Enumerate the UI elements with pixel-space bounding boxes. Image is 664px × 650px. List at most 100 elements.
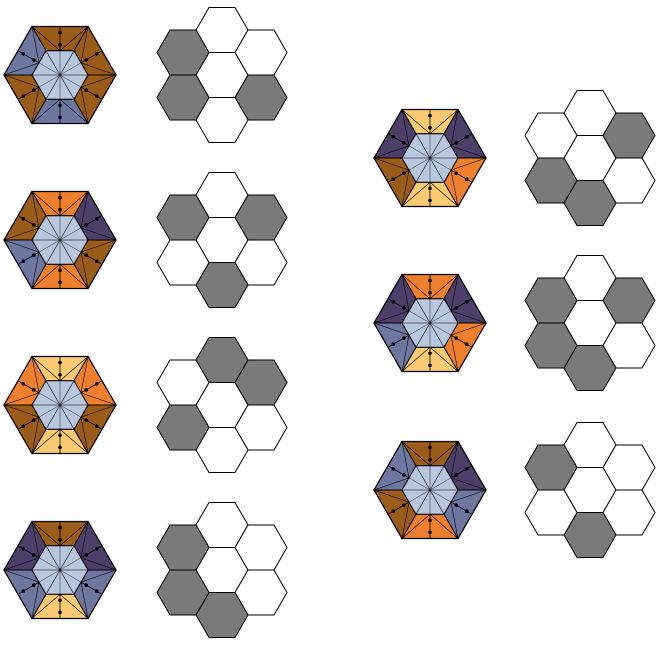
sector-divider (3, 62, 40, 76)
sector-divider (17, 545, 40, 559)
marker-dot (58, 445, 62, 450)
marker-dot (31, 253, 36, 257)
marker-dot (31, 418, 36, 422)
disc-outline (373, 108, 487, 208)
center-spoke (429, 298, 445, 324)
marker-dot (464, 299, 469, 304)
marker-dot (391, 342, 396, 347)
sector-divider (401, 514, 431, 539)
sector-divider (31, 521, 61, 546)
sector-divider (31, 264, 61, 289)
marker-dot (428, 363, 432, 368)
marker-dot (94, 424, 99, 429)
sector-divider (31, 87, 40, 124)
sector-divider (80, 239, 117, 253)
marker-dot (454, 306, 459, 310)
marker-dot (464, 466, 469, 471)
sector-divider (17, 581, 40, 595)
sector-divider (31, 252, 40, 289)
sector-divider (3, 404, 40, 418)
center-spoke (408, 322, 431, 336)
center-spoke (59, 239, 82, 253)
center-spoke (59, 392, 82, 406)
center-spoke (408, 310, 431, 324)
marker-dot (84, 583, 89, 587)
sector-divider (387, 298, 410, 312)
sector-divider (80, 62, 117, 76)
cluster-hex-filled (524, 277, 578, 324)
sector-divider (17, 416, 40, 430)
sector-divider (373, 322, 410, 336)
sector-divider (450, 145, 487, 159)
sector-divider (450, 502, 459, 539)
marker-dot (94, 259, 99, 264)
sector-divider (450, 157, 487, 171)
marker-dot (428, 457, 432, 462)
sector-divider (373, 157, 410, 171)
marker-dot (58, 610, 62, 615)
center-spoke (45, 545, 61, 571)
sector-divider (80, 50, 103, 64)
center-spoke (59, 557, 82, 571)
sector-divider (401, 335, 410, 372)
center-spoke (59, 545, 75, 571)
center-spoke (38, 557, 61, 571)
center-spoke (415, 298, 431, 324)
sector-divider (450, 133, 473, 147)
center-spoke (429, 145, 452, 159)
marker-dot (391, 134, 396, 139)
sector-divider (387, 334, 410, 348)
marker-dot (84, 253, 89, 257)
sector-divider (401, 274, 410, 311)
sector-divider (31, 417, 40, 454)
sector-divider (31, 356, 40, 393)
marker-dot (58, 195, 62, 200)
center-spoke (38, 404, 61, 418)
marker-dot (428, 125, 432, 130)
center-spoke (59, 569, 82, 583)
marker-dot (21, 424, 26, 429)
marker-dot (58, 598, 62, 603)
center-spoke (38, 239, 61, 253)
sector-divider (373, 145, 410, 159)
figure-pair-left-2 (3, 171, 288, 309)
marker-dot (391, 509, 396, 514)
disc-outline (3, 25, 117, 125)
sector-divider (3, 227, 40, 241)
marker-dot (391, 299, 396, 304)
marker-dot (58, 207, 62, 212)
sector-divider (17, 86, 40, 100)
marker-dot (401, 141, 406, 145)
figure-pair-left-3 (3, 336, 288, 474)
marker-dot (84, 223, 89, 227)
center-spoke (59, 62, 82, 76)
marker-dot (31, 553, 36, 557)
center-spoke (59, 215, 75, 241)
center-spoke (59, 380, 75, 406)
marker-dot (428, 278, 432, 283)
sector-divider (17, 50, 40, 64)
sector-divider (31, 26, 40, 63)
marker-dot (58, 42, 62, 47)
marker-dot (428, 198, 432, 203)
marker-dot (21, 546, 26, 551)
sector-divider (17, 380, 40, 394)
sector-divider (373, 477, 410, 491)
center-spoke (408, 145, 431, 159)
marker-dot (58, 525, 62, 530)
marker-dot (31, 388, 36, 392)
center-spoke (59, 404, 75, 430)
sector-divider (80, 26, 89, 63)
marker-dot (94, 216, 99, 221)
sector-divider (31, 26, 61, 51)
sector-divider (401, 274, 431, 299)
marker-dot (428, 290, 432, 295)
center-spoke (429, 322, 452, 336)
center-spoke (415, 322, 431, 348)
marker-dot (58, 433, 62, 438)
figure-pair-right-1 (373, 89, 656, 227)
sector-divider (401, 170, 410, 207)
sector-divider (387, 501, 410, 515)
center-spoke (59, 569, 75, 595)
sector-divider (80, 215, 103, 229)
